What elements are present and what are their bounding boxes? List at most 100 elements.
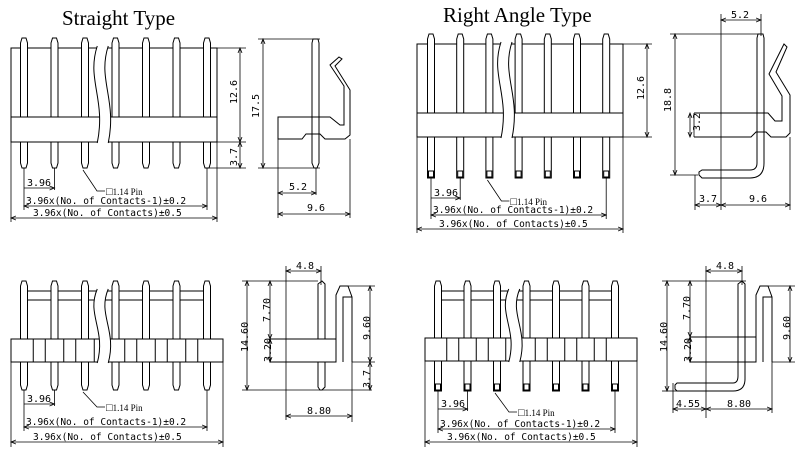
pin-upper: [434, 280, 442, 339]
straight-front-dims: 12.6 3.7: [205, 48, 246, 168]
pin: [573, 33, 581, 179]
pin: [142, 280, 150, 391]
pin-square-end: [612, 383, 618, 391]
pin-upper: [20, 280, 28, 340]
straight-side-body: [277, 56, 351, 140]
pin-upper: [172, 280, 181, 340]
pin-lower: [50, 361, 59, 391]
pin: [522, 280, 531, 392]
dim-right-angle-shrouded-body-height: 3.20: [683, 338, 694, 362]
pin-lower: [522, 360, 531, 392]
square-pin-icon: □: [518, 407, 525, 419]
pin: [172, 37, 181, 169]
pin-note: □1.14 Pin: [106, 402, 143, 414]
pin-lower: [81, 361, 89, 391]
dim-right-angle-shrouded-side-width: 8.80: [727, 399, 751, 410]
dim-straight-side-total-height: 17.5: [251, 94, 262, 118]
right-angle-shrouded-latch: [755, 285, 773, 362]
dim-straight-side-width: 9.6: [307, 203, 325, 214]
dim-total-formula: 3.96x(No. of Contacts)±0.5: [33, 208, 182, 219]
right-angle-shrouded-side-pin: [674, 280, 746, 392]
pin-square-end: [515, 170, 522, 178]
title-right-angle-type: Right Angle Type: [443, 3, 592, 27]
dim-pitch: 3.96: [434, 188, 458, 199]
break-line: [504, 288, 512, 363]
dim-straight-height-below: 3.7: [229, 148, 240, 166]
pin-lower: [142, 361, 150, 391]
pin-note-leader: [82, 169, 105, 192]
pin: [50, 37, 59, 169]
pin-lower: [493, 360, 501, 392]
pin-note-leader: [82, 391, 105, 408]
pin-upper: [111, 280, 120, 340]
pin-square-end: [486, 170, 493, 178]
pin-square-end: [457, 170, 464, 178]
pin-upper: [20, 37, 28, 118]
dim-straight-shrouded-total-height: 14.60: [240, 322, 251, 352]
pin: [20, 37, 28, 169]
pin-upper: [81, 280, 89, 340]
right-angle-side-pin: [698, 33, 765, 179]
pin-upper: [81, 37, 89, 118]
front-dimensions: 3.963.96x(No. of Contacts-1)±0.23.96x(No…: [11, 390, 223, 443]
pin-lower: [20, 141, 28, 169]
square-pin-icon: □: [510, 196, 517, 208]
right-angle-front-dims: 12.6: [623, 44, 652, 137]
pin-upper: [522, 280, 531, 339]
pin: [463, 280, 472, 392]
pin-square-end: [435, 383, 441, 391]
pin-lower: [203, 141, 211, 169]
pin-upper: [514, 33, 523, 114]
pin: [81, 280, 89, 391]
pin: [434, 280, 442, 392]
pin-lower: [485, 136, 494, 179]
pin-upper: [142, 37, 150, 118]
break-line: [93, 45, 101, 144]
right-angle-shrouded-side-body: [689, 336, 757, 363]
break-gap: [93, 289, 111, 363]
pin-lower: [514, 136, 523, 179]
pin-upper: [493, 280, 501, 339]
square-pin-icon: □: [106, 402, 113, 414]
dim-pitch: 3.96: [27, 394, 51, 405]
straight-shrouded-front-view: 3.963.96x(No. of Contacts-1)±0.23.96x(No…: [10, 280, 224, 447]
dim-straight-shrouded-top-width: 4.8: [296, 261, 314, 272]
pin-note: □1.14 Pin: [106, 186, 143, 198]
pin-upper: [111, 37, 120, 118]
pin-note-leader: [487, 179, 510, 202]
break-line: [508, 41, 515, 139]
straight-shrouded-side-body: [269, 338, 337, 363]
title-straight-type: Straight Type: [62, 6, 175, 30]
dim-right-angle-height-above: 12.6: [636, 76, 647, 100]
break-line: [93, 288, 101, 364]
dim-right-angle-side-body-height: 3.2: [692, 113, 703, 131]
housing-body: [10, 338, 224, 363]
break-gap: [93, 46, 111, 143]
pin-square-end: [494, 383, 500, 391]
pin: [20, 280, 28, 391]
pin-upper: [581, 280, 590, 339]
dim-pitch-formula: 3.96x(No. of Contacts-1)±0.2: [26, 417, 186, 428]
pin-upper: [552, 280, 560, 339]
pin-lower: [581, 360, 590, 392]
dim-right-angle-top-offset: 5.2: [731, 10, 749, 21]
pin-square-end: [523, 383, 530, 391]
straight-shrouded-side-pin-lower: [317, 361, 326, 391]
pin-square-end: [464, 383, 471, 391]
dim-right-angle-shrouded-latch-height: 9.60: [782, 316, 793, 340]
straight-side-view: 17.5 5.2 9.6: [251, 39, 350, 218]
dim-pitch-formula: 3.96x(No. of Contacts-1)±0.2: [433, 205, 593, 216]
pin: [456, 33, 465, 179]
dim-right-angle-shrouded-top-width: 4.8: [716, 261, 734, 272]
pin-square-end: [553, 383, 559, 391]
pin-square-end: [574, 170, 580, 178]
dim-right-angle-side-width: 9.6: [749, 194, 767, 205]
pin-lower: [111, 361, 120, 391]
pin-lower: [543, 136, 552, 179]
front-dimensions: 3.96 3.96x(No. of Contacts-1)±0.2 3.96x(No…: [417, 178, 623, 230]
dim-right-angle-shrouded-tail: 4.55: [676, 399, 700, 410]
pin: [543, 33, 552, 179]
dim-total-formula: 3.96x(No. of Contacts)±0.5: [439, 219, 588, 230]
pin-note-text: 1.14 Pin: [525, 408, 556, 418]
pin: [203, 280, 211, 391]
